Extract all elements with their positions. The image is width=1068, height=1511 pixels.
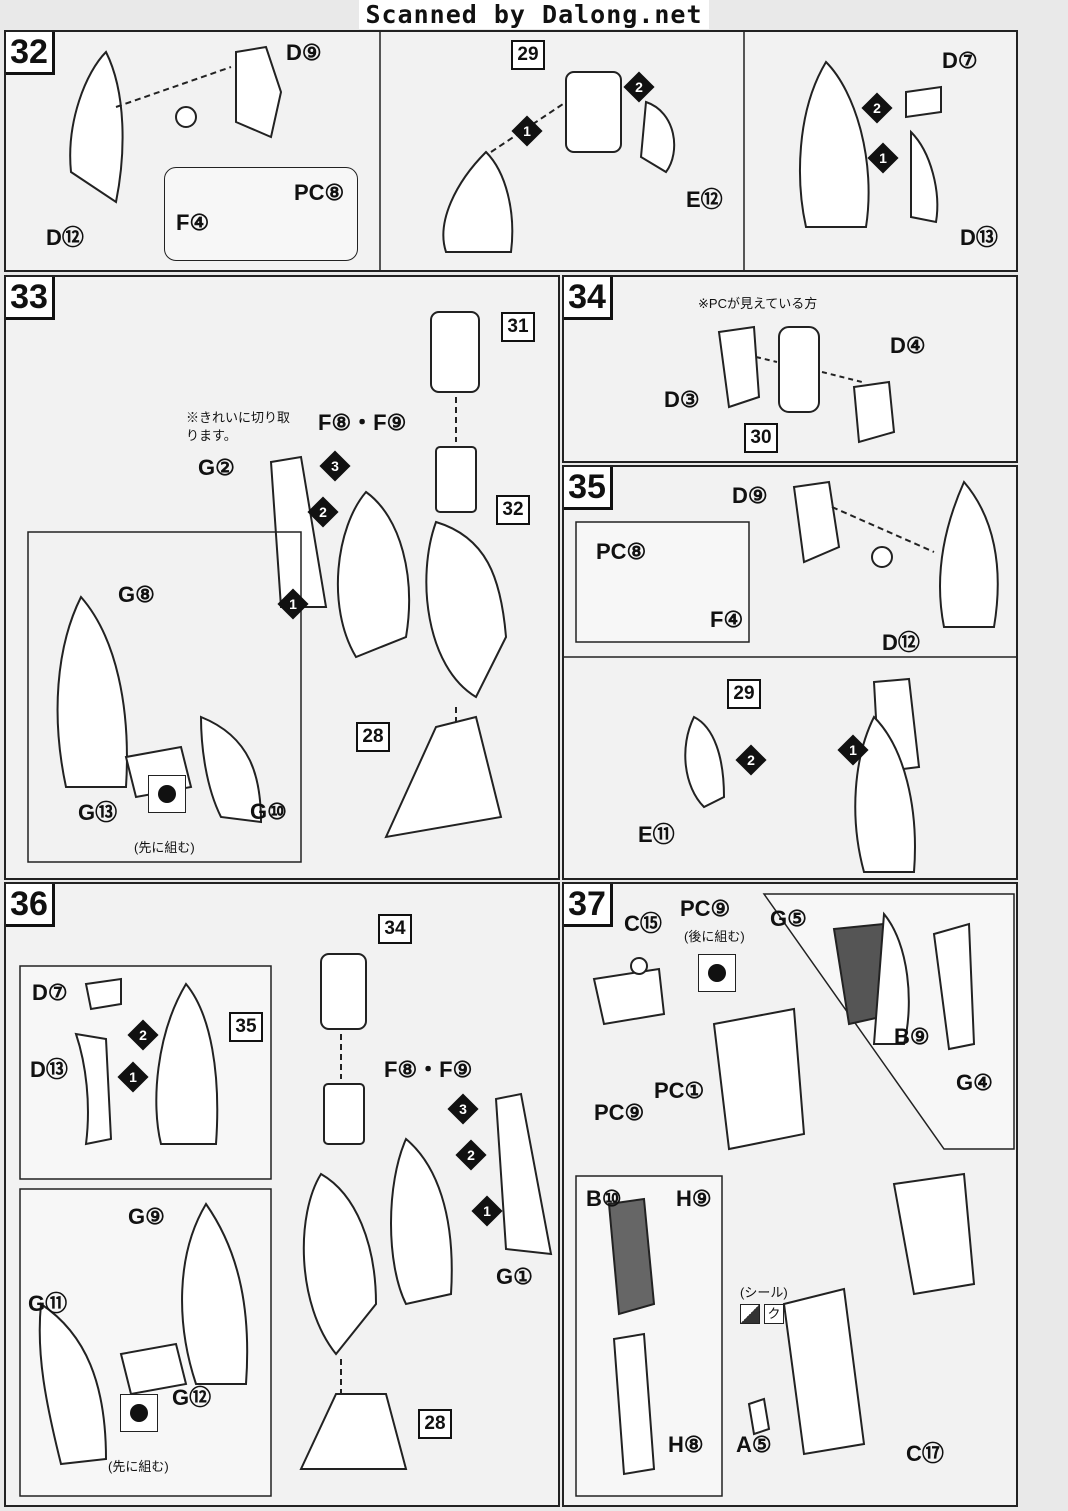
step-number: 36 xyxy=(6,884,55,927)
step-36-illustration xyxy=(19,953,553,1497)
part-label: PC⑧ xyxy=(294,180,345,205)
step-number: 33 xyxy=(6,277,55,320)
ref-step: 31 xyxy=(501,312,535,342)
part-label: G⑩ xyxy=(250,799,287,824)
order-marker: 1 xyxy=(511,115,543,147)
part-label: G① xyxy=(496,1264,533,1289)
note-text: ※PCが見えている方 xyxy=(698,296,818,311)
part-label: F④ xyxy=(710,607,744,632)
step-34-panel: 34 ※PCが見えている方 D④ D③ 30 xyxy=(562,275,1018,463)
step-33-illustration xyxy=(27,311,508,863)
part-label: D⑦ xyxy=(942,48,978,73)
caption: (先に組む) xyxy=(108,1459,169,1474)
order-marker: 2 xyxy=(307,496,339,528)
order-marker: 1 xyxy=(867,142,899,174)
part-label: G⑫ xyxy=(172,1385,212,1410)
step-number: 34 xyxy=(564,277,613,320)
ref-step: 28 xyxy=(418,1409,452,1439)
ref-step: 34 xyxy=(378,914,412,944)
part-label: G⑤ xyxy=(770,906,807,931)
order-marker: 3 xyxy=(447,1093,479,1125)
ref-step: 35 xyxy=(229,1012,263,1042)
order-marker: 2 xyxy=(861,92,893,124)
pre-assembly-mark xyxy=(120,1394,158,1432)
scan-credit: Scanned by Dalong.net xyxy=(0,0,1068,30)
part-label: H⑧ xyxy=(668,1432,704,1457)
post-assembly-mark xyxy=(698,954,736,992)
step-36-panel: 36 34 D⑦ D⑬ 35 2 1 F⑧・F⑨ 3 2 1 G⑨ xyxy=(4,882,560,1507)
part-label: E⑪ xyxy=(638,822,675,847)
step-37-illustration xyxy=(575,893,1015,1497)
step-35-illustration xyxy=(564,480,1016,873)
part-label: G② xyxy=(198,455,235,480)
part-label: D⑨ xyxy=(286,40,322,65)
seal-swatch xyxy=(740,1304,760,1324)
order-marker: 1 xyxy=(277,588,309,620)
part-label: PC⑨ xyxy=(594,1100,645,1125)
ref-step: 28 xyxy=(356,722,390,752)
seal-label: (シール) xyxy=(740,1285,788,1300)
order-marker: 1 xyxy=(471,1195,503,1227)
part-label: D⑬ xyxy=(30,1057,68,1082)
step-33-panel: 33 ※きれいに切り取ります。 F⑧・F⑨ G② 31 32 3 2 1 G⑧ … xyxy=(4,275,560,880)
step-number: 37 xyxy=(564,884,613,927)
step-35-panel: 35 D⑨ PC⑧ F④ D⑫ 29 2 1 E⑪ xyxy=(562,465,1018,880)
part-label: D⑫ xyxy=(46,225,84,250)
order-marker: 3 xyxy=(319,450,351,482)
part-label: F⑧・F⑨ xyxy=(384,1057,473,1082)
step-number: 35 xyxy=(564,467,613,510)
pre-assembly-mark xyxy=(148,775,186,813)
subassembly-box xyxy=(164,167,358,261)
part-label: D⑫ xyxy=(882,630,920,655)
step-32-panel: 32 D⑨ D⑫ PC⑧ F④ 29 1 2 E⑫ D⑦ 2 1 D⑬ xyxy=(4,30,1018,272)
order-marker: 2 xyxy=(623,71,655,103)
part-label: F⑧・F⑨ xyxy=(318,410,407,435)
part-label: G⑨ xyxy=(128,1204,165,1229)
ref-step: 32 xyxy=(496,495,530,525)
ref-step: 29 xyxy=(511,40,545,70)
part-label: G④ xyxy=(956,1070,993,1095)
part-label: G⑧ xyxy=(118,582,155,607)
part-label: B⑩ xyxy=(586,1186,622,1211)
step-37-panel: 37 C⑮ PC⑨ (後に組む) G⑤ B⑨ G④ PC① PC⑨ B⑩ H⑨ … xyxy=(562,882,1018,1507)
note-text: ※きれいに切り取ります。 xyxy=(186,410,291,443)
step-number: 32 xyxy=(6,32,55,75)
part-label: PC⑨ xyxy=(680,896,731,921)
order-marker: 1 xyxy=(837,734,869,766)
part-label: D⑨ xyxy=(732,483,768,508)
step-32-illustration xyxy=(69,32,942,270)
part-label: B⑨ xyxy=(894,1024,930,1049)
part-label: G⑬ xyxy=(78,800,118,825)
part-label: D⑬ xyxy=(960,225,998,250)
order-marker: 2 xyxy=(735,744,767,776)
part-label: A⑤ xyxy=(736,1432,772,1457)
order-marker: 1 xyxy=(117,1061,149,1093)
part-label: C⑮ xyxy=(624,911,662,936)
caption: (先に組む) xyxy=(134,840,195,855)
part-label: PC① xyxy=(654,1078,705,1103)
ref-step: 29 xyxy=(727,679,761,709)
part-label: D⑦ xyxy=(32,980,68,1005)
order-marker: 2 xyxy=(455,1139,487,1171)
seal-mark: ク xyxy=(764,1304,784,1324)
caption: (後に組む) xyxy=(684,929,745,944)
order-marker: 2 xyxy=(127,1019,159,1051)
part-label: D④ xyxy=(890,333,926,358)
part-label: PC⑧ xyxy=(596,539,647,564)
part-label: D③ xyxy=(664,387,700,412)
part-label: H⑨ xyxy=(676,1186,712,1211)
ref-step: 30 xyxy=(744,423,778,453)
step-34-illustration xyxy=(717,325,896,444)
part-label: F④ xyxy=(176,210,210,235)
part-label: G⑪ xyxy=(28,1291,68,1316)
part-label: C⑰ xyxy=(906,1441,944,1466)
part-label: E⑫ xyxy=(686,187,723,212)
